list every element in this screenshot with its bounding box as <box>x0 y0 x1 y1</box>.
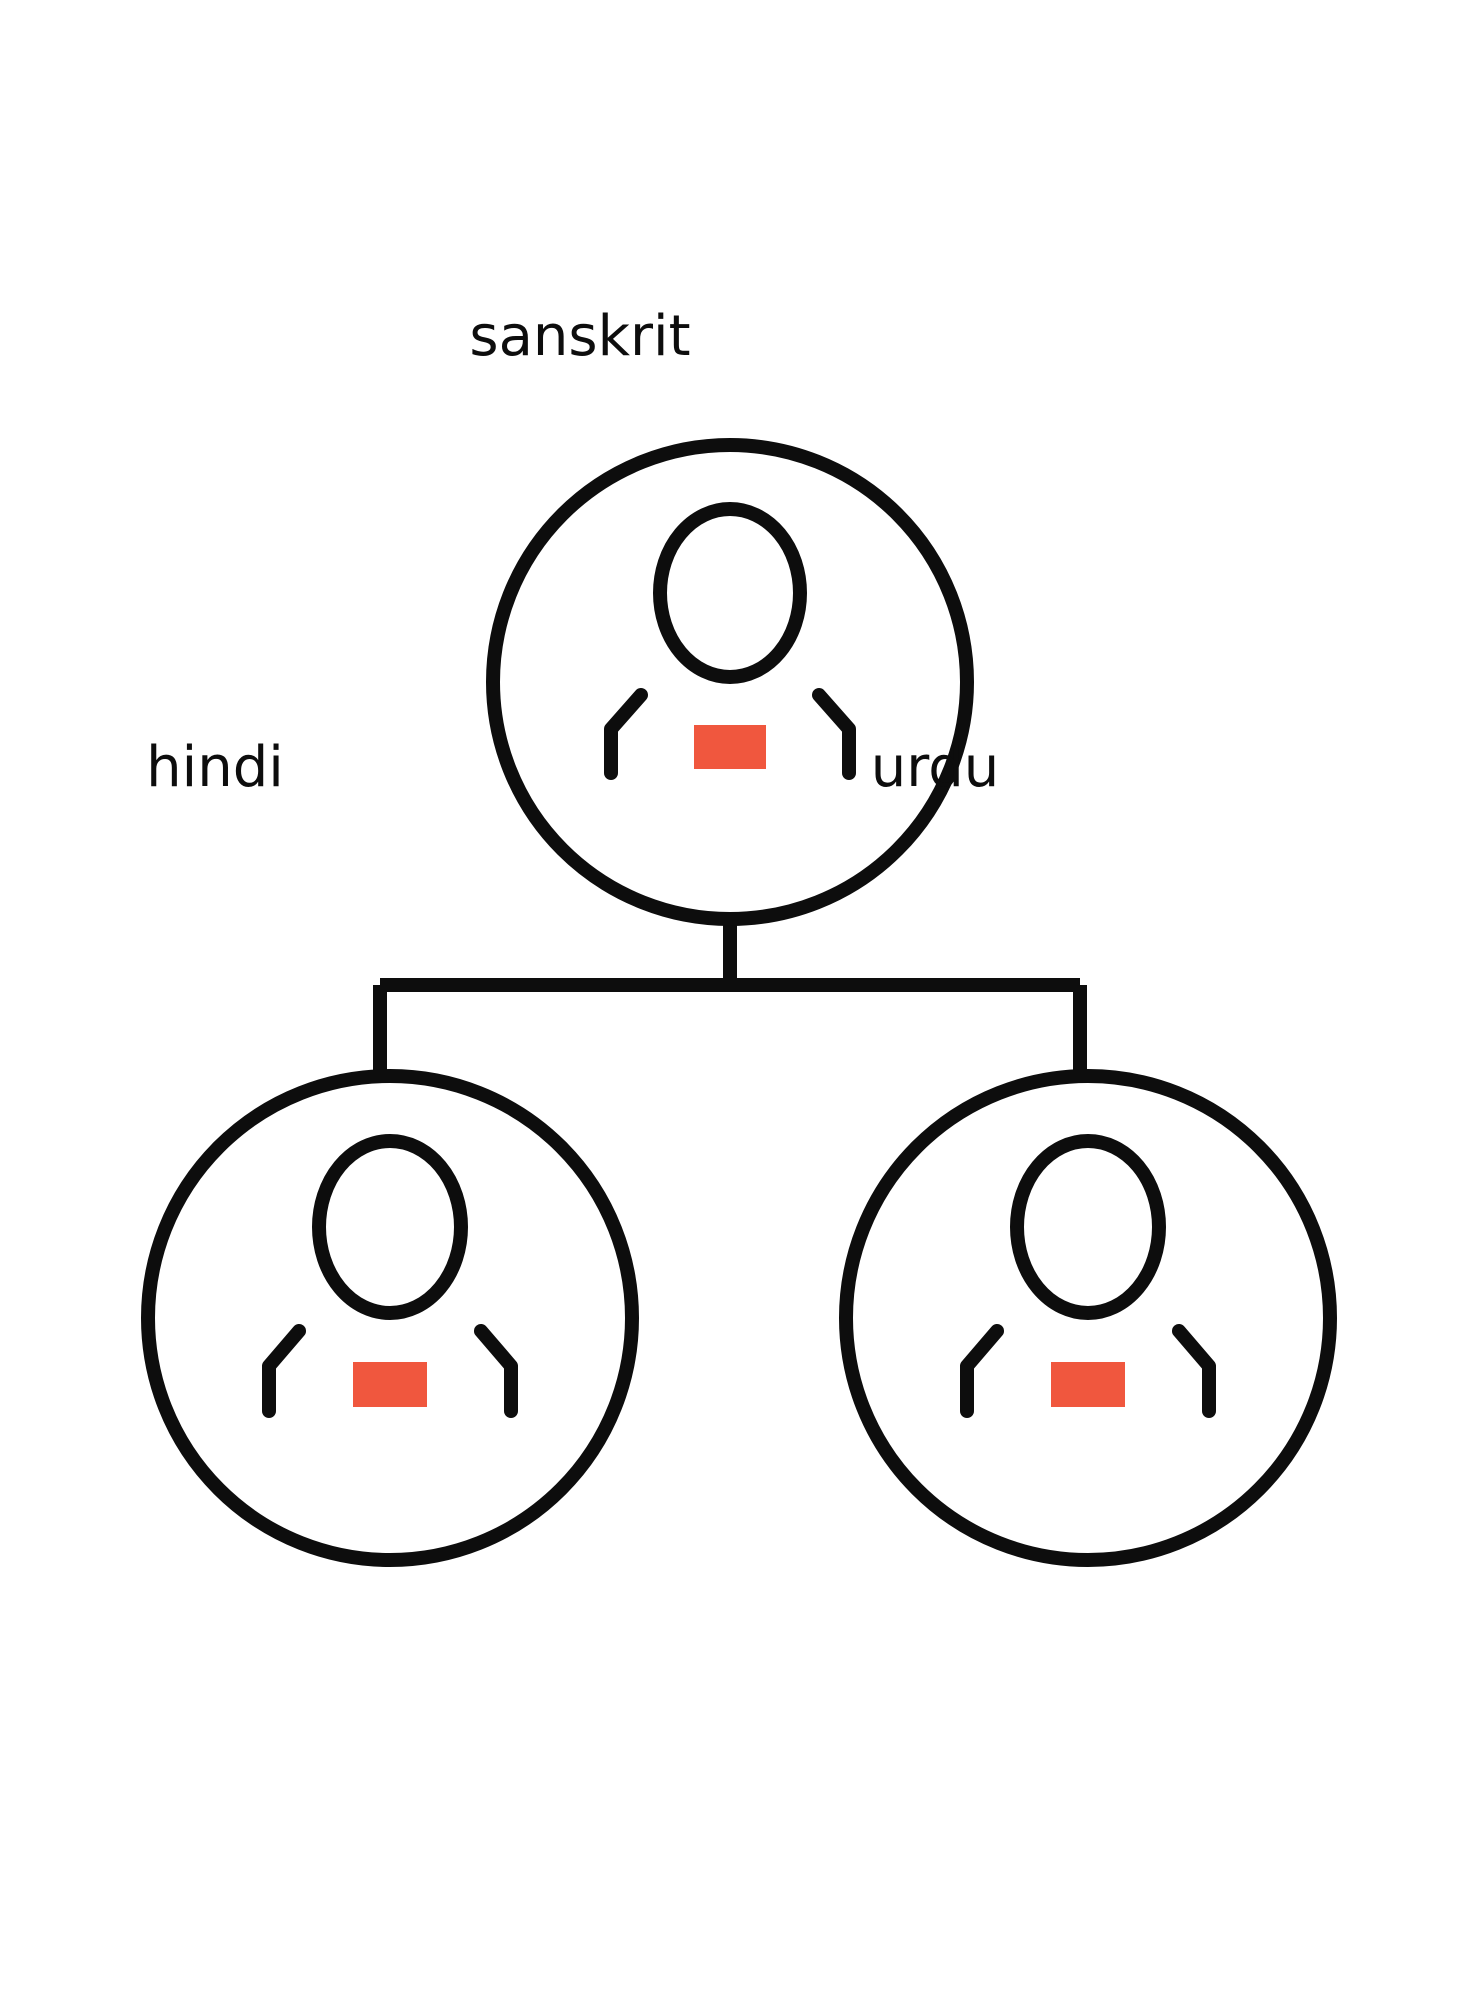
person-in-circle-icon <box>604 502 856 780</box>
person-in-circle-icon <box>960 1134 1216 1418</box>
person-head-icon <box>653 502 807 684</box>
person-badge-icon <box>694 725 766 769</box>
node-label-urdu: urdu <box>871 735 1000 800</box>
connector-group <box>373 912 1087 1085</box>
node-hindi[interactable]: hindi <box>141 735 639 1567</box>
person-left-arm-icon <box>262 1324 306 1418</box>
person-head-icon <box>1010 1134 1166 1320</box>
person-left-arm-icon <box>960 1324 1004 1418</box>
node-label-sanskrit: sanskrit <box>469 304 690 369</box>
person-right-arm-icon <box>812 688 856 780</box>
person-right-arm-icon <box>1172 1324 1216 1418</box>
node-label-hindi: hindi <box>146 735 284 800</box>
person-head-icon <box>312 1134 468 1320</box>
person-right-arm-icon <box>474 1324 518 1418</box>
node-urdu[interactable]: urdu <box>839 735 1337 1567</box>
node-sanskrit[interactable]: sanskrit <box>469 304 974 926</box>
person-in-circle-icon <box>262 1134 518 1418</box>
person-badge-icon <box>353 1362 427 1407</box>
person-badge-icon <box>1051 1362 1125 1407</box>
person-left-arm-icon <box>604 688 648 780</box>
